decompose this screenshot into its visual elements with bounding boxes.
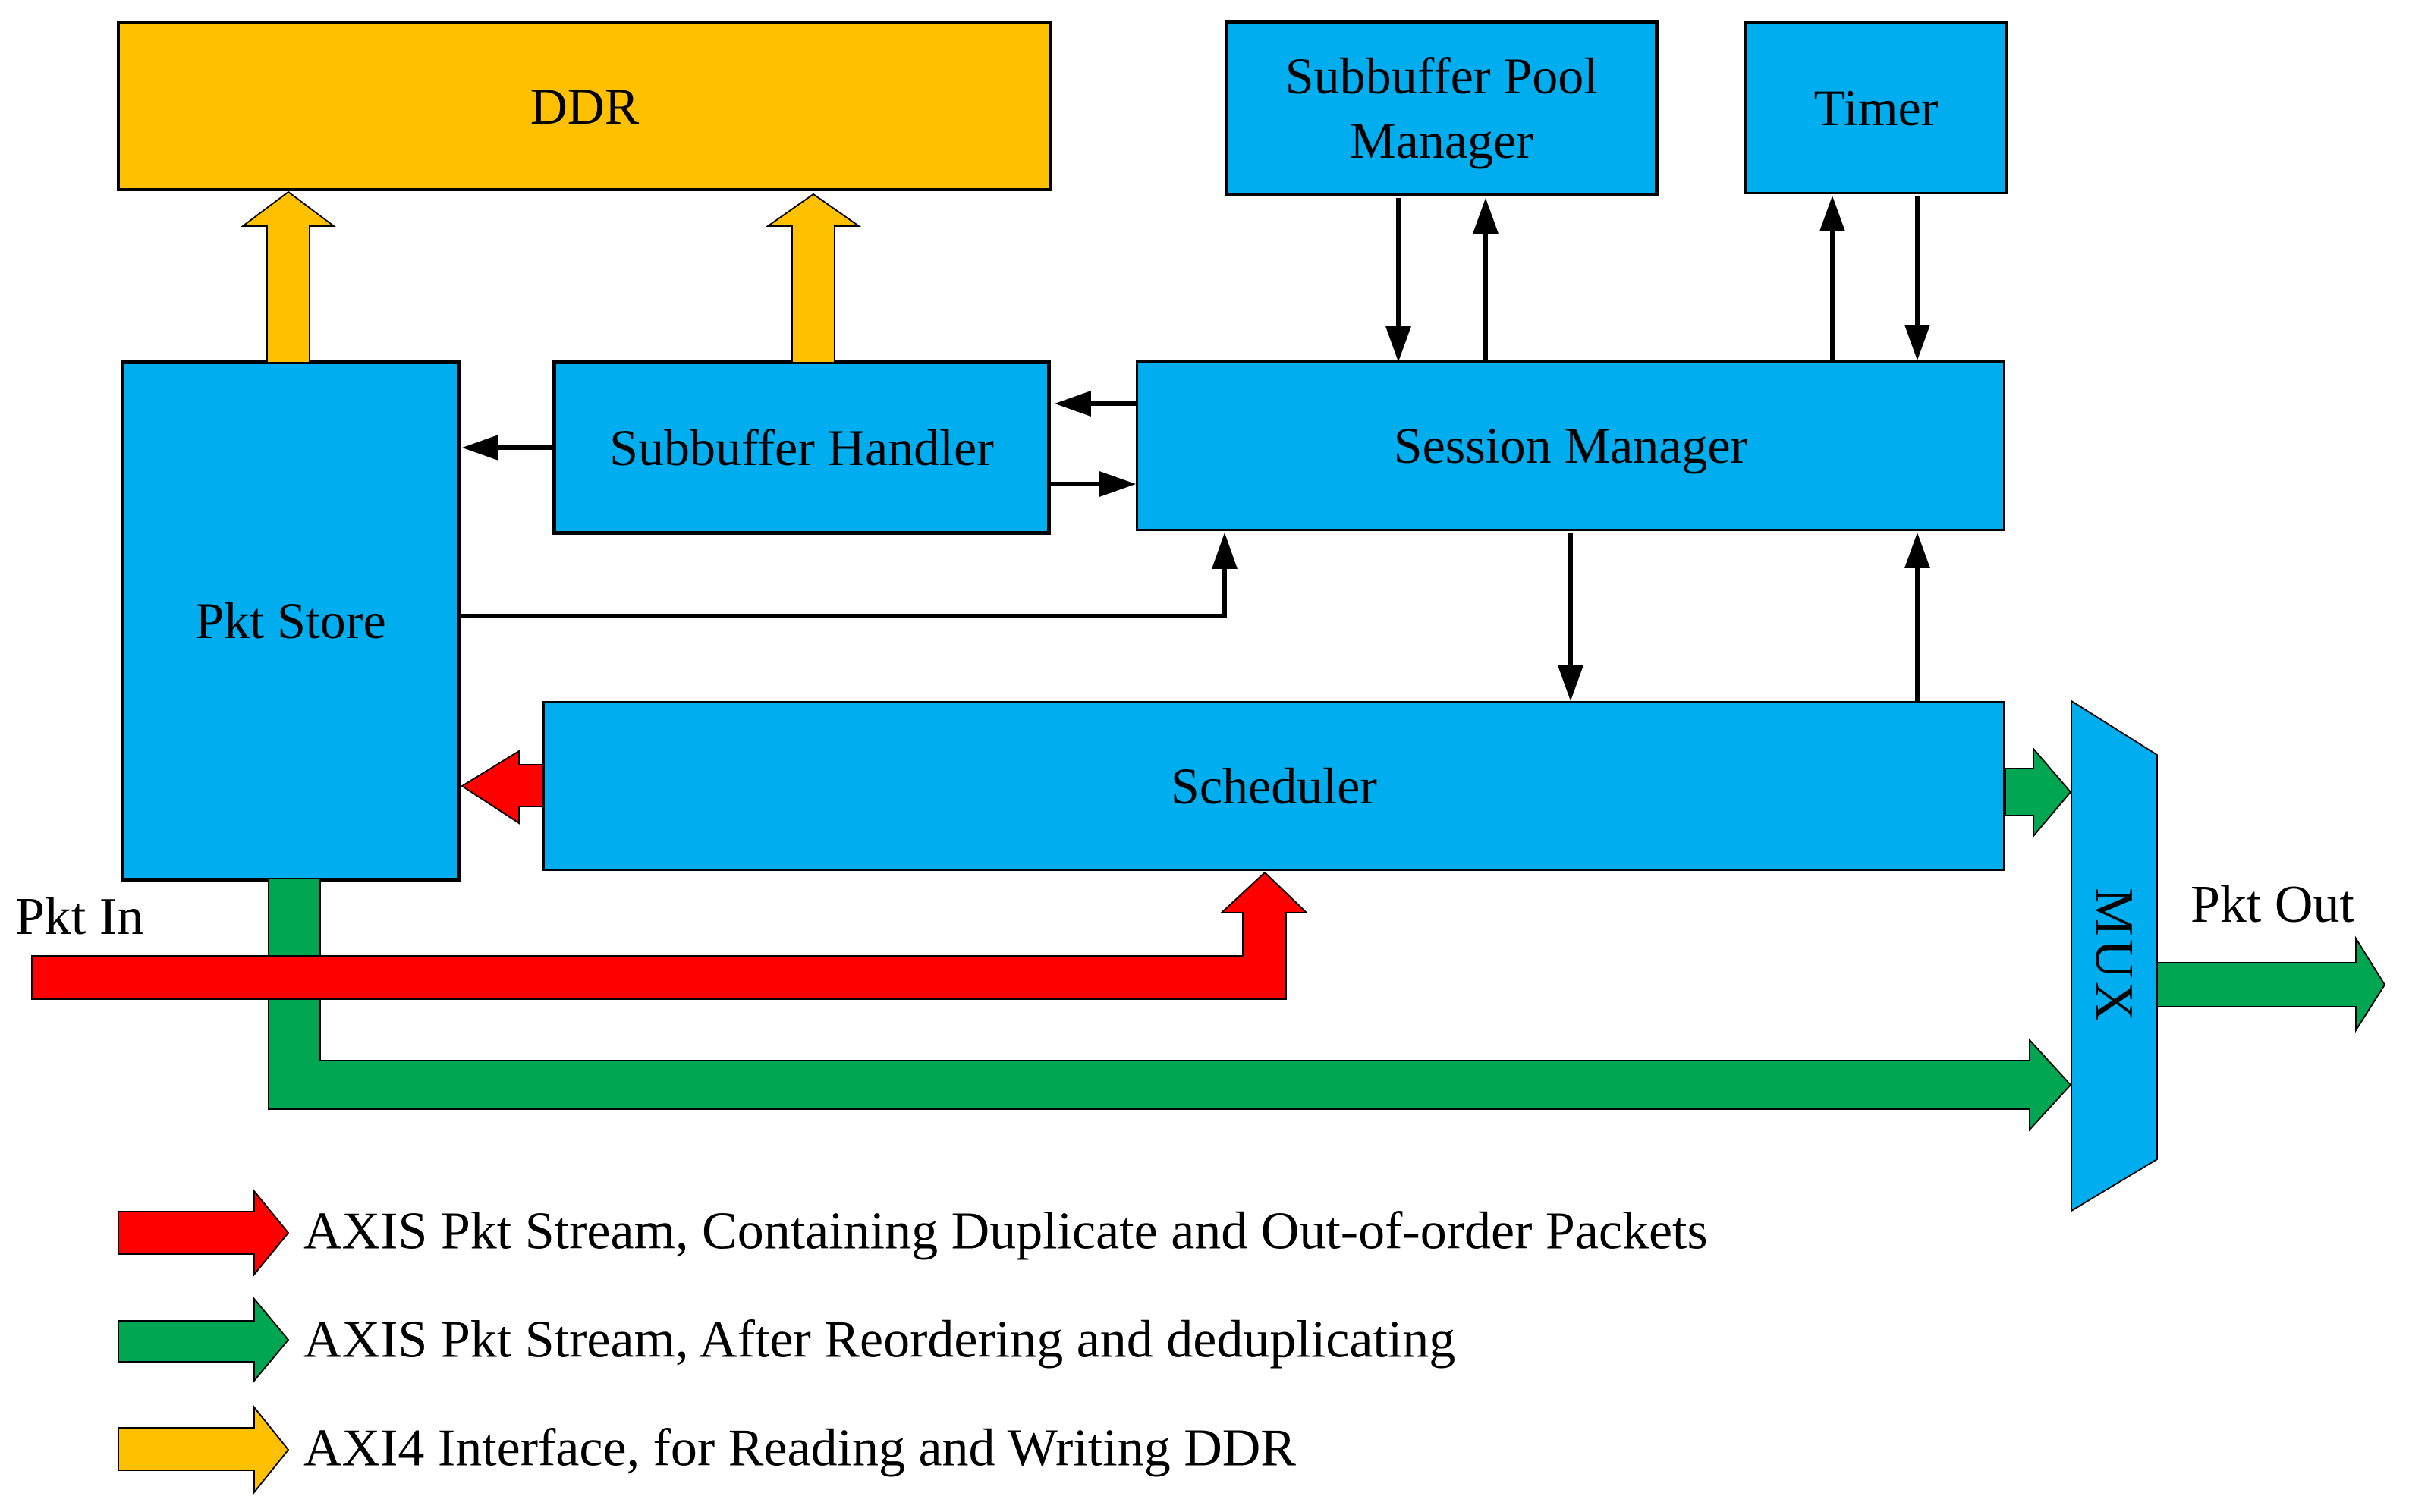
axis-red-arrow-pkt-in-to-scheduler bbox=[31, 871, 1309, 1000]
axi4-arrow-subbuffer-handler-to-ddr bbox=[765, 193, 862, 363]
pkt-out-label: Pkt Out bbox=[2190, 875, 2354, 934]
pkt-in-label: Pkt In bbox=[15, 888, 144, 946]
arrow-session-manager-to-subbuffer-pool-manager bbox=[1473, 198, 1499, 360]
subbuffer-handler-block: Subbuffer Handler bbox=[552, 360, 1051, 535]
axis-green-arrow-mux-to-pkt-out bbox=[2156, 935, 2386, 1033]
arrow-subbuffer-handler-to-pkt-store bbox=[462, 435, 552, 461]
session-manager-block: Session Manager bbox=[1136, 360, 2005, 531]
axi4-arrow-pkt-store-to-ddr bbox=[241, 190, 336, 363]
axis-red-arrow-scheduler-to-pkt-store bbox=[461, 750, 543, 825]
timer-block: Timer bbox=[1744, 21, 2008, 194]
arrow-session-manager-to-scheduler bbox=[1558, 533, 1583, 701]
timer-label: Timer bbox=[1813, 78, 1939, 137]
ddr-label: DDR bbox=[530, 77, 640, 135]
legend-item-red-label: AXIS Pkt Stream, Containing Duplicate an… bbox=[303, 1202, 1708, 1261]
mux-label: MUX bbox=[2084, 887, 2145, 1025]
axis-green-arrow-scheduler-to-mux bbox=[2005, 747, 2072, 838]
axis-green-arrow-pkt-store-to-mux bbox=[268, 878, 2072, 1132]
session-manager-label: Session Manager bbox=[1393, 417, 1748, 474]
arrow-pkt-store-to-session-manager bbox=[461, 533, 1238, 618]
subbuffer-handler-label: Subbuffer Handler bbox=[609, 418, 994, 476]
arrow-scheduler-to-session-manager bbox=[1904, 533, 1930, 701]
legend-item-green-label: AXIS Pkt Stream, After Reordering and de… bbox=[303, 1310, 1456, 1369]
legend-yellow-arrow-icon bbox=[118, 1405, 290, 1495]
scheduler-block: Scheduler bbox=[542, 701, 2005, 871]
legend-item-yellow-label: AXI4 Interface, for Reading and Writing … bbox=[303, 1419, 1296, 1478]
subbuffer-pool-manager-block: Subbuffer Pool Manager bbox=[1225, 20, 1659, 196]
subbuffer-pool-manager-label: Subbuffer Pool Manager bbox=[1285, 47, 1599, 169]
ddr-block: DDR bbox=[117, 21, 1052, 191]
arrow-session-manager-to-subbuffer-handler bbox=[1055, 391, 1136, 417]
arrow-timer-to-session-manager bbox=[1904, 196, 1930, 360]
scheduler-label: Scheduler bbox=[1171, 756, 1377, 815]
arrow-session-manager-to-timer bbox=[1819, 196, 1845, 360]
legend-red-arrow-icon bbox=[118, 1189, 290, 1277]
pkt-store-label: Pkt Store bbox=[195, 592, 386, 649]
legend-green-arrow-icon bbox=[118, 1297, 290, 1383]
arrow-subbuffer-pool-manager-to-session-manager bbox=[1385, 198, 1411, 362]
arrow-subbuffer-handler-to-session-manager bbox=[1051, 471, 1136, 497]
mux-block bbox=[2071, 699, 2158, 1212]
